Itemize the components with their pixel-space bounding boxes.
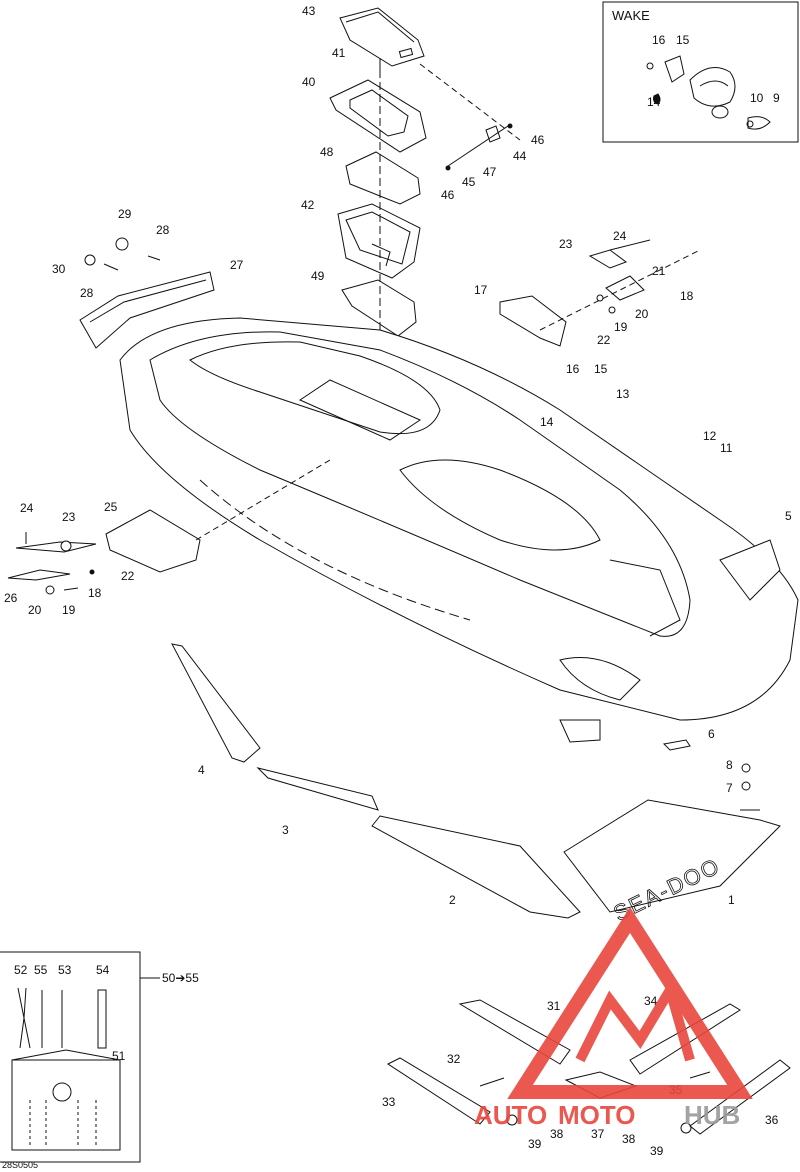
callout-48[interactable]: 48: [320, 145, 334, 159]
watermark-text-moto: MOTO: [558, 1100, 636, 1130]
watermark-text-hub: HUB: [684, 1100, 740, 1130]
callout-17[interactable]: 17: [474, 283, 488, 297]
watermark-triangle-icon: [507, 907, 753, 1099]
inset-callout-16[interactable]: 16: [652, 33, 666, 47]
callout-21[interactable]: 21: [652, 264, 666, 278]
callout-46-bottom[interactable]: 46: [441, 188, 455, 202]
wake-inset: WAKE 16 15 14 10 9: [602, 1, 799, 143]
callout-47[interactable]: 47: [483, 165, 497, 179]
callout-4[interactable]: 4: [198, 763, 205, 777]
inset-callout-9[interactable]: 9: [773, 91, 780, 105]
callout-12[interactable]: 12: [703, 429, 717, 443]
callout-24-left[interactable]: 24: [20, 501, 34, 515]
callout-16[interactable]: 16: [566, 362, 580, 376]
callout-28-top[interactable]: 28: [156, 223, 170, 237]
callout-42[interactable]: 42: [301, 198, 315, 212]
tool-kit: 50➔55 52 55 53 54 51: [0, 951, 199, 1163]
callout-14[interactable]: 14: [540, 415, 554, 429]
watermark-text-auto: AUTO: [474, 1100, 547, 1130]
callout-23-left[interactable]: 23: [62, 510, 76, 524]
grab-handle-part: [79, 237, 215, 349]
callout-39-right[interactable]: 39: [650, 1144, 664, 1158]
callout-38-left[interactable]: 38: [550, 1127, 564, 1141]
kit-callout-51[interactable]: 51: [112, 1049, 126, 1063]
callout-8[interactable]: 8: [726, 758, 733, 772]
callout-49[interactable]: 49: [311, 269, 325, 283]
callout-11[interactable]: 11: [720, 441, 733, 455]
callout-1[interactable]: 1: [728, 893, 735, 907]
right-handle-parts: [499, 239, 701, 347]
inset-callout-15[interactable]: 15: [676, 33, 690, 47]
callout-45[interactable]: 45: [462, 175, 476, 189]
callout-27[interactable]: 27: [230, 258, 244, 272]
bolt-parts: [740, 763, 760, 811]
callout-31[interactable]: 31: [547, 999, 561, 1013]
callout-2[interactable]: 2: [449, 893, 456, 907]
callout-23-right[interactable]: 23: [559, 237, 573, 251]
callout-19-right[interactable]: 19: [614, 320, 628, 334]
storage-parts: [329, 7, 427, 390]
kit-range-label: 50➔55: [162, 971, 199, 985]
callout-40[interactable]: 40: [302, 75, 316, 89]
callout-13[interactable]: 13: [616, 387, 630, 401]
callout-29[interactable]: 29: [118, 207, 132, 221]
foot-mats: [171, 643, 781, 919]
callout-15[interactable]: 15: [594, 362, 608, 376]
kit-callout-55[interactable]: 55: [34, 963, 48, 977]
callout-22-right[interactable]: 22: [597, 333, 611, 347]
callout-28-bottom[interactable]: 28: [80, 286, 94, 300]
callout-38-right[interactable]: 38: [622, 1132, 636, 1146]
kit-callout-54[interactable]: 54: [96, 963, 110, 977]
inset-callout-10[interactable]: 10: [750, 91, 764, 105]
inset-bracket-part: [646, 55, 771, 130]
callout-39-left[interactable]: 39: [528, 1137, 542, 1151]
callout-22-left[interactable]: 22: [121, 569, 135, 583]
left-handle-parts: [7, 459, 331, 595]
callout-34[interactable]: 34: [644, 994, 658, 1008]
callout-3[interactable]: 3: [282, 823, 289, 837]
figure-code: 28S0505: [2, 1160, 38, 1170]
callout-7[interactable]: 7: [726, 781, 733, 795]
callout-30[interactable]: 30: [52, 262, 66, 276]
kit-callout-53[interactable]: 53: [58, 963, 72, 977]
hull-body: [119, 317, 799, 743]
callout-41[interactable]: 41: [332, 46, 346, 60]
callout-18-left[interactable]: 18: [88, 586, 102, 600]
callout-32[interactable]: 32: [447, 1052, 461, 1066]
callout-37[interactable]: 37: [591, 1127, 605, 1141]
callout-46-top[interactable]: 46: [531, 133, 545, 147]
callout-20-left[interactable]: 20: [28, 603, 42, 617]
callout-6[interactable]: 6: [708, 727, 715, 741]
callout-43[interactable]: 43: [302, 4, 316, 18]
watermark-logo: AUTO MOTO HUB: [474, 907, 753, 1130]
callout-18-right[interactable]: 18: [680, 289, 694, 303]
storage-latch: [419, 63, 521, 171]
callout-5[interactable]: 5: [785, 509, 792, 523]
callout-36[interactable]: 36: [765, 1113, 779, 1127]
callout-44[interactable]: 44: [513, 149, 527, 163]
inset-title: WAKE: [612, 8, 650, 23]
callout-26[interactable]: 26: [4, 591, 18, 605]
kit-callout-52[interactable]: 52: [14, 963, 28, 977]
callout-24-right[interactable]: 24: [613, 229, 627, 243]
callout-33[interactable]: 33: [382, 1095, 396, 1109]
callout-20-right[interactable]: 20: [635, 307, 649, 321]
callout-25[interactable]: 25: [104, 500, 118, 514]
callout-19-left[interactable]: 19: [62, 603, 76, 617]
